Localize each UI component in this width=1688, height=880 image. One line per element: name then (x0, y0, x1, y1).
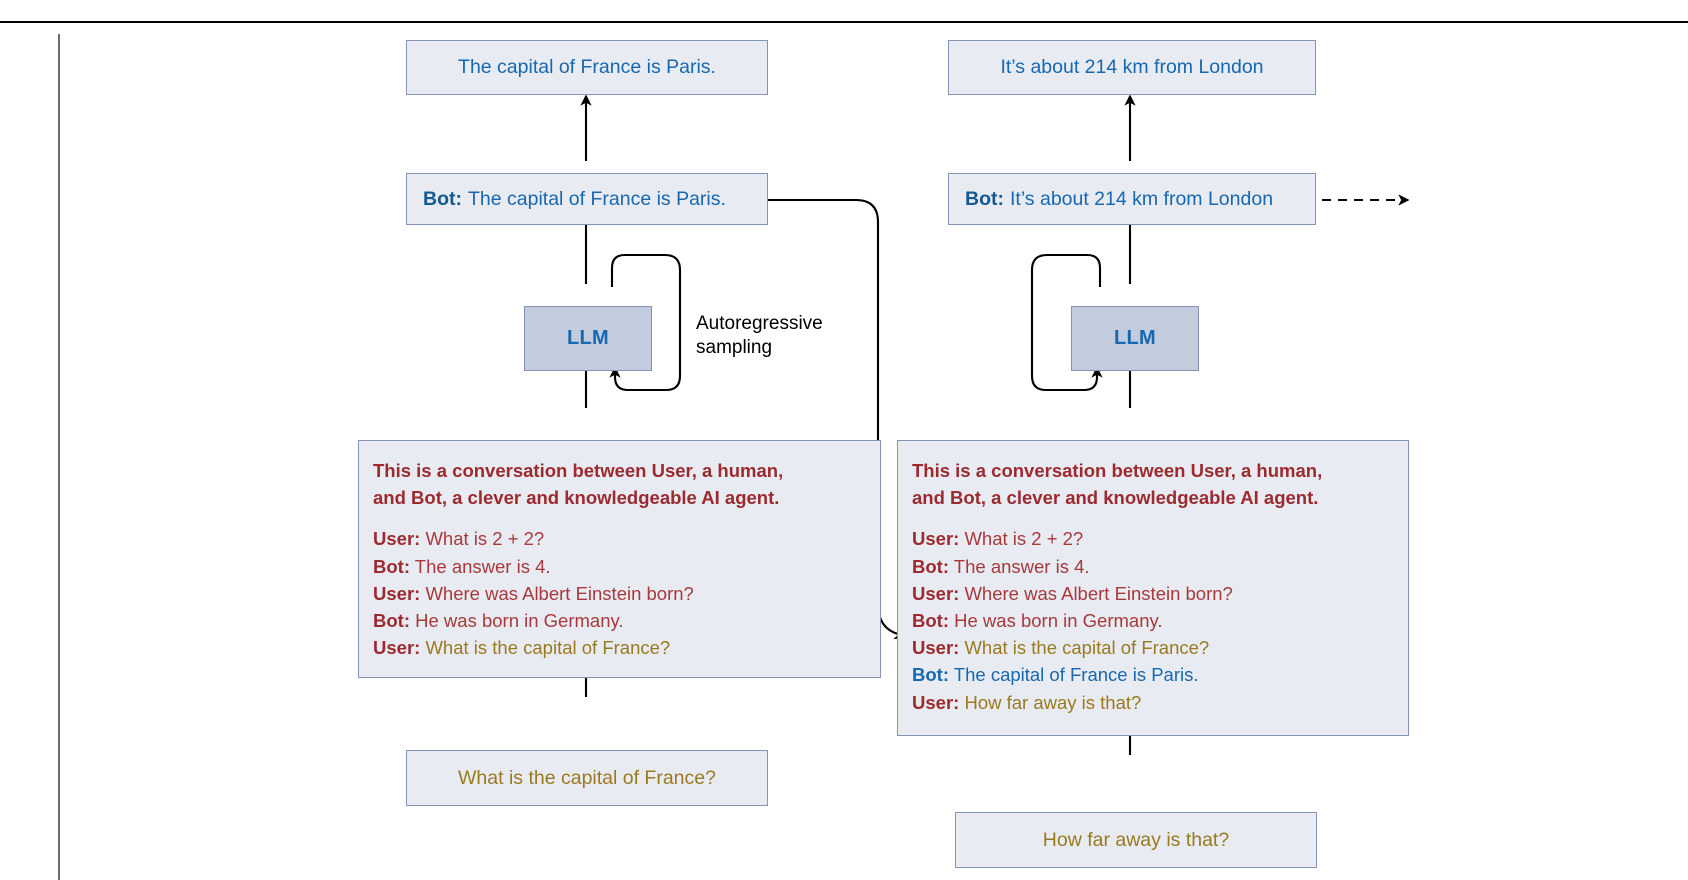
right-prompt-system-line-2: and Bot, a clever and knowledgeable AI a… (912, 487, 1319, 509)
right-prompt-turn: Bot: He was born in Germany. (912, 607, 1394, 634)
left-bot-role-label: Bot: (423, 187, 462, 210)
turn-role: Bot: (912, 555, 949, 577)
right-llm-box: LLM (1071, 306, 1199, 371)
turn-role: User: (912, 528, 960, 550)
left-prompt-box: This is a conversation between User, a h… (358, 440, 881, 678)
left-prompt-turn: User: What is the capital of France? (373, 634, 866, 661)
right-prompt-system-message: This is a conversation between User, a h… (912, 457, 1394, 511)
turn-text: The answer is 4. (953, 555, 1090, 577)
right-prompt-turn: User: What is 2 + 2? (912, 525, 1394, 552)
right-bot-response-box: Bot: It’s about 214 km from London (948, 173, 1316, 225)
turn-text: He was born in Germany. (415, 609, 624, 631)
right-llm-label: LLM (1114, 327, 1156, 349)
right-bot-response-text: It’s about 214 km from London (1009, 187, 1274, 210)
turn-role: User: (373, 528, 421, 550)
turn-text: What is 2 + 2? (425, 528, 545, 550)
turn-text: What is the capital of France? (964, 637, 1210, 659)
right-output-box: It’s about 214 km from London (948, 40, 1316, 95)
turn-role: User: (912, 582, 960, 604)
left-llm-label: LLM (567, 327, 609, 349)
turn-role: User: (912, 691, 960, 713)
left-output-box: The capital of France is Paris. (406, 40, 768, 95)
turn-text: Where was Albert Einstein born? (964, 582, 1233, 604)
right-prompt-box: This is a conversation between User, a h… (897, 440, 1409, 736)
left-user-input-text: What is the capital of France? (458, 766, 716, 789)
right-bot-role-label: Bot: (965, 187, 1004, 210)
right-user-input-text: How far away is that? (1042, 828, 1230, 851)
right-prompt-turn: User: How far away is that? (912, 689, 1394, 716)
left-prompt-system-message: This is a conversation between User, a h… (373, 457, 866, 511)
left-prompt-turn: User: What is 2 + 2? (373, 525, 866, 552)
right-output-text: It’s about 214 km from London (1000, 56, 1264, 79)
turn-role: Bot: (912, 664, 949, 686)
left-output-text: The capital of France is Paris. (458, 56, 716, 79)
turn-role: Bot: (373, 609, 410, 631)
left-prompt-system-line-1: This is a conversation between User, a h… (373, 460, 784, 481)
right-prompt-turn: Bot: The capital of France is Paris. (912, 661, 1394, 688)
turn-text: How far away is that? (964, 691, 1142, 713)
left-user-input-box: What is the capital of France? (406, 750, 768, 806)
autoregressive-sampling-label: Autoregressive sampling (696, 313, 823, 359)
left-llm-box: LLM (524, 306, 652, 371)
page-left-margin-rule (58, 34, 60, 880)
turn-text: He was born in Germany. (954, 609, 1163, 631)
turn-text: What is 2 + 2? (964, 528, 1084, 550)
turn-role: Bot: (912, 609, 949, 631)
turn-role: User: (373, 582, 421, 604)
turn-role: User: (373, 637, 421, 659)
left-bot-response-text: The capital of France is Paris. (467, 187, 726, 210)
turn-text: Where was Albert Einstein born? (425, 582, 694, 604)
turn-role: User: (912, 637, 960, 659)
left-prompt-turn: Bot: He was born in Germany. (373, 607, 866, 634)
right-prompt-system-line-1: This is a conversation between User, a h… (912, 460, 1323, 481)
left-prompt-turn: User: Where was Albert Einstein born? (373, 580, 866, 607)
left-prompt-system-line-2: and Bot, a clever and knowledgeable AI a… (373, 487, 780, 509)
turn-text: What is the capital of France? (425, 637, 671, 659)
left-bot-response-box: Bot: The capital of France is Paris. (406, 173, 768, 225)
turn-role: Bot: (373, 555, 410, 577)
turn-text: The capital of France is Paris. (953, 664, 1199, 686)
right-prompt-turn: User: What is the capital of France? (912, 634, 1394, 661)
page-top-rule (0, 21, 1688, 23)
right-prompt-turn: Bot: The answer is 4. (912, 553, 1394, 580)
right-prompt-turn: User: Where was Albert Einstein born? (912, 580, 1394, 607)
right-user-input-box: How far away is that? (955, 812, 1317, 868)
turn-text: The answer is 4. (414, 555, 551, 577)
left-prompt-turn: Bot: The answer is 4. (373, 553, 866, 580)
